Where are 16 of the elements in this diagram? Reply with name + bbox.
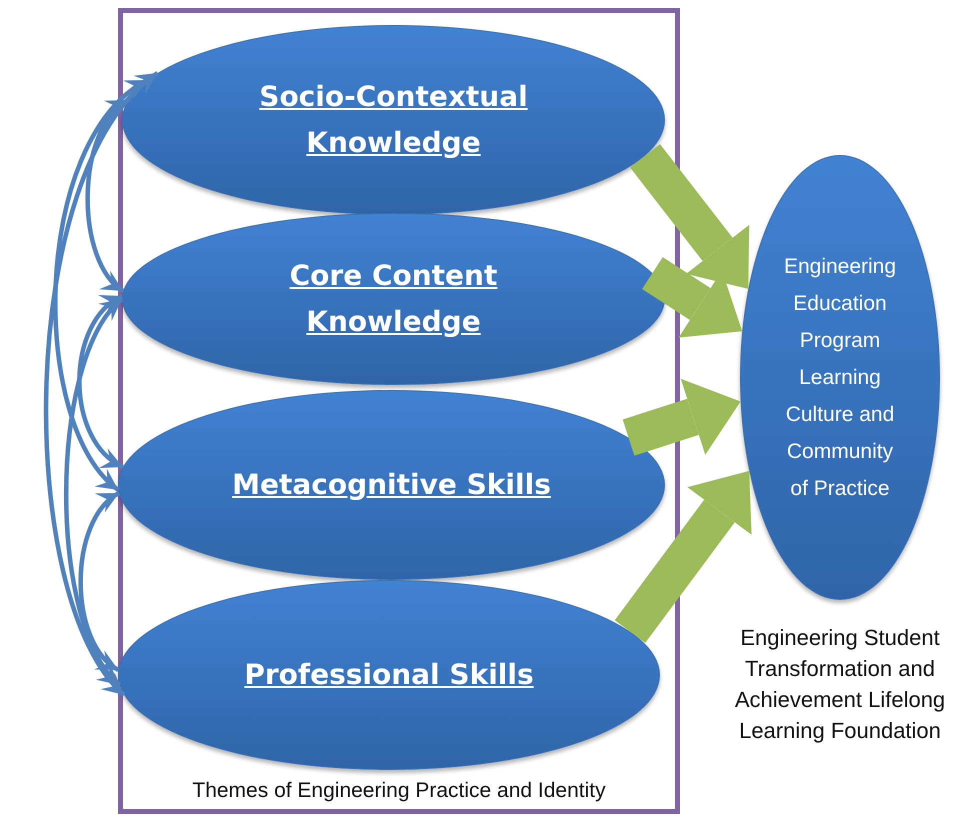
block-arrow [622,378,741,456]
curved-arrow [78,491,120,672]
node-label: Engineering Student Transformation and Achievement Lifelong Learning Foundation [734,624,946,745]
curved-arrow [77,294,124,469]
frame-label: Themes of Engineering Practice and Identity [191,779,607,803]
group-frame [118,8,680,814]
curved-arrow [44,71,160,696]
block-arrow [630,144,750,289]
node-label: Professional Skills [244,657,534,693]
node-label: Core Content Knowledge [288,258,498,340]
node-label: Engineering Education Program Learning Culture and Community of Practice [782,254,898,502]
block-arrow [614,470,752,643]
curved-arrow [85,98,130,293]
node-label: Metacognitive Skills [232,467,551,503]
node-label: Socio-Contextual Knowledge [258,79,529,161]
curved-arrow [64,297,124,686]
